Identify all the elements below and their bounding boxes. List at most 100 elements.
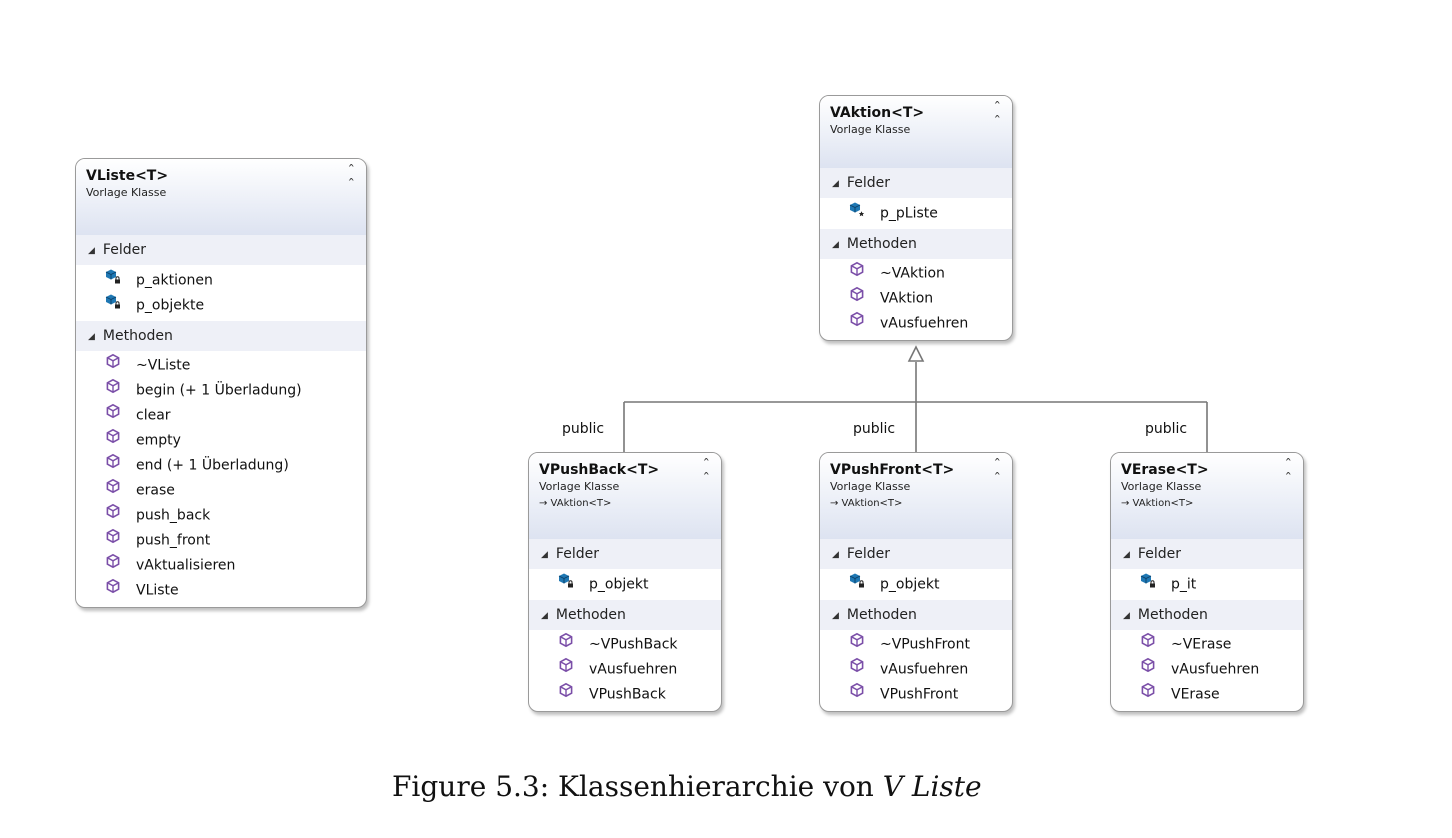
section-methoden[interactable]: ◢Methoden [820,600,1012,630]
method-name: push_back [136,507,211,524]
section-label: Methoden [846,236,917,252]
section-label: Felder [846,546,890,562]
method-item[interactable]: clear [76,403,366,428]
method-item[interactable]: VListe [76,578,366,603]
caption-prefix: Figure 5.3: Klassenhierarchie von [392,770,883,803]
method-item[interactable]: ~VAktion [820,261,1012,286]
field-item[interactable]: p_objekte [76,292,366,317]
field-item[interactable]: p_it [1111,571,1303,596]
method-item[interactable]: ~VListe [76,353,366,378]
method-item[interactable]: vAusfuehren [820,311,1012,336]
method-name: empty [136,432,181,449]
method-name: begin (+ 1 Überladung) [136,382,302,399]
method-item[interactable]: empty [76,428,366,453]
method-item[interactable]: VPushFront [820,682,1012,707]
section-label: Felder [555,546,599,562]
private-field-icon [848,571,866,598]
method-name: vAusfuehren [880,315,969,332]
caption-class-name: V Liste [882,770,982,803]
expand-triangle-icon[interactable]: ◢ [88,332,95,342]
method-item[interactable]: vAktualisieren [76,553,366,578]
method-cube-icon [1139,632,1157,657]
class-vpushfront[interactable]: VPushFront<T>Vorlage Klasse→ VAktion<T>ˆ… [819,452,1013,712]
section-felder[interactable]: ◢Felder [76,235,366,265]
method-name: ~VPushFront [880,636,970,653]
class-header: VPushFront<T>Vorlage Klasse→ VAktion<T>ˆ… [820,453,1012,539]
expand-triangle-icon[interactable]: ◢ [832,179,839,189]
method-cube-icon [557,657,575,682]
method-item[interactable]: vAusfuehren [529,657,721,682]
method-item[interactable]: begin (+ 1 Überladung) [76,378,366,403]
method-item[interactable]: ~VErase [1111,632,1303,657]
method-cube-icon [104,353,122,378]
method-name: VAktion [880,290,934,307]
method-name: ~VPushBack [589,636,678,653]
method-cube-icon [848,286,866,311]
method-item[interactable]: ~VPushBack [529,632,721,657]
method-item[interactable]: end (+ 1 Überladung) [76,453,366,478]
method-name: ~VErase [1171,636,1232,653]
section-methoden[interactable]: ◢ Methoden [76,321,366,351]
method-item[interactable]: VErase [1111,682,1303,707]
expand-triangle-icon[interactable]: ◢ [88,246,95,256]
section-felder[interactable]: ◢ Felder [820,539,1012,569]
method-item[interactable]: ~VPushFront [820,632,1012,657]
field-name: p_pListe [880,205,938,222]
field-name: p_objekt [589,576,649,593]
section-felder[interactable]: ◢Felder [820,168,1012,198]
class-base-type: → VAktion<T> [539,498,612,509]
field-item[interactable]: p_aktionen [76,267,366,292]
method-item[interactable]: erase [76,478,366,503]
expand-triangle-icon[interactable]: ◢ [541,550,548,560]
field-name: p_objekt [880,576,940,593]
expand-triangle-icon[interactable]: ◢ [832,240,839,250]
expand-triangle-icon[interactable]: ◢ [541,611,548,621]
public-label-vpushback: public [562,421,605,437]
method-cube-icon [104,578,122,603]
class-name: VAktion<T> [830,105,925,121]
figure-caption: Figure 5.3: Klassenhierarchie von V List… [392,770,982,803]
method-cube-icon [104,403,122,428]
expand-triangle-icon[interactable]: ◢ [1123,550,1130,560]
generalization-arrowhead [907,345,925,362]
section-methoden[interactable]: ◢ Methoden [820,229,1012,259]
method-item[interactable]: VAktion [820,286,1012,311]
field-item[interactable]: p_objekt [529,571,721,596]
section-label: Methoden [102,328,173,344]
method-name: erase [136,482,175,499]
method-name: vAusfuehren [880,661,969,678]
method-item[interactable]: vAusfuehren [820,657,1012,682]
method-item[interactable]: push_back [76,503,366,528]
public-label-verase: public [1145,421,1188,437]
field-item[interactable]: p_objekt [820,571,1012,596]
method-cube-icon [848,311,866,336]
section-label: Methoden [1137,607,1208,623]
private-field-icon [557,571,575,598]
expand-triangle-icon[interactable]: ◢ [1123,611,1130,621]
section-felder[interactable]: ◢ Felder [529,539,721,569]
protected-field-icon [848,200,866,227]
method-item[interactable]: push_front [76,528,366,553]
expand-triangle-icon[interactable]: ◢ [832,611,839,621]
field-item[interactable]: p_pListe [820,200,1012,225]
section-methoden[interactable]: ◢ Methoden [1111,600,1303,630]
method-item[interactable]: VPushBack [529,682,721,707]
expand-triangle-icon[interactable]: ◢ [832,550,839,560]
section-methoden[interactable]: ◢Methoden [529,600,721,630]
method-item[interactable]: vAusfuehren [1111,657,1303,682]
class-name: VPushBack<T> [539,462,660,478]
method-name: vAktualisieren [136,557,236,574]
section-felder[interactable]: ◢Felder [1111,539,1303,569]
